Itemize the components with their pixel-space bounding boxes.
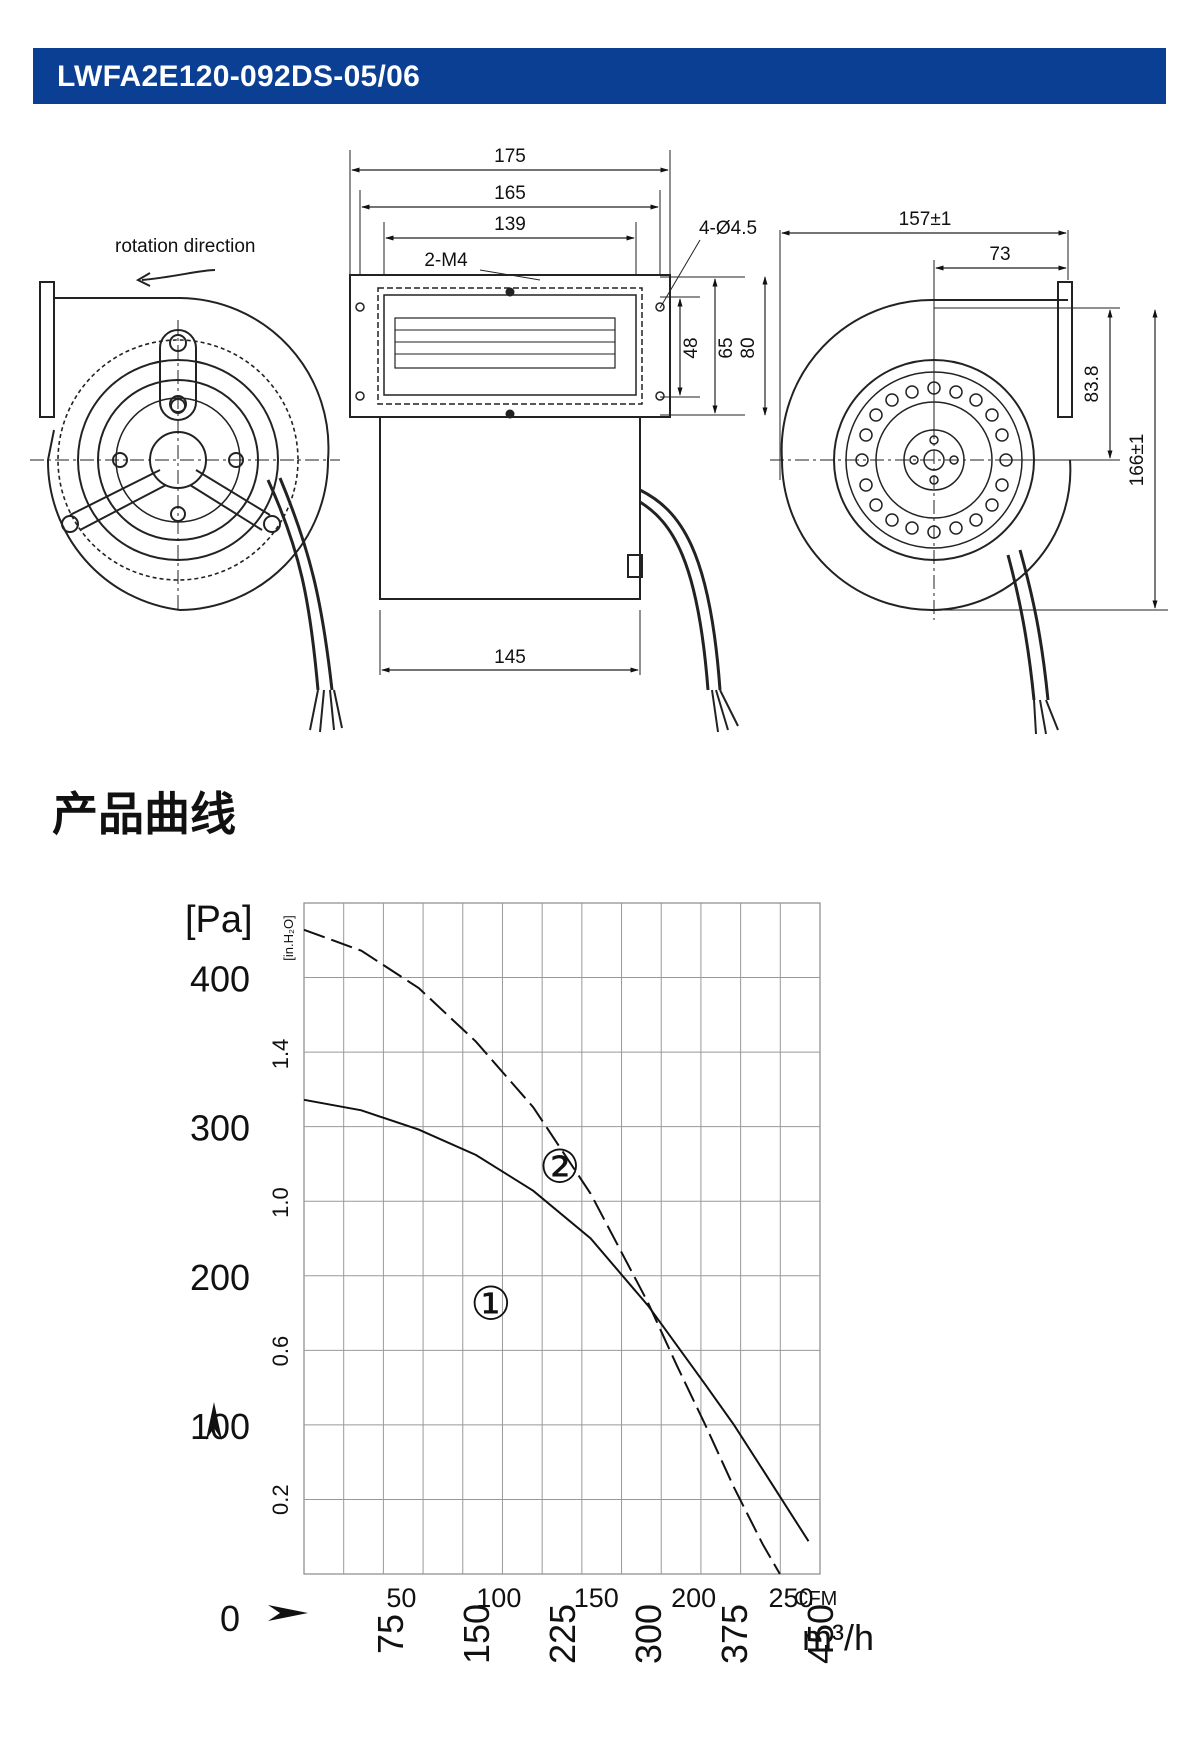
dim-80: 80 bbox=[738, 337, 759, 358]
dimension-drawing: rotation direction 175 bbox=[30, 146, 1168, 735]
dim-145: 145 bbox=[494, 647, 526, 668]
dim-48: 48 bbox=[681, 337, 702, 358]
dim-73: 73 bbox=[989, 244, 1010, 265]
x-tick-label-m3h: 225 bbox=[542, 1604, 583, 1664]
chart-curves: ①② bbox=[303, 928, 810, 1575]
dim-4-holes: 4-Ø4.5 bbox=[699, 218, 757, 239]
y-tick-label: 200 bbox=[190, 1257, 250, 1298]
x-tick-label-m3h: 375 bbox=[714, 1604, 755, 1664]
y2-tick-label: 0.6 bbox=[268, 1336, 293, 1367]
x-tick-label-m3h: 300 bbox=[628, 1604, 669, 1664]
series-line-2 bbox=[303, 928, 781, 1575]
rotation-arrow-icon bbox=[141, 269, 216, 281]
x-unit-m3h: m³/h bbox=[802, 1617, 874, 1658]
x-tick-label-cfm: 200 bbox=[671, 1583, 716, 1613]
dim-2m4: 2-M4 bbox=[424, 250, 468, 271]
x-tick-label-cfm: 150 bbox=[574, 1583, 619, 1613]
y-tick-label: 300 bbox=[190, 1108, 250, 1149]
dim-83-8: 83.8 bbox=[1082, 366, 1103, 403]
x-tick-label-cfm: 50 bbox=[386, 1583, 416, 1613]
y-axis-unit: [Pa] bbox=[185, 899, 253, 941]
dim-166: 166±1 bbox=[1127, 434, 1148, 487]
series-line-1 bbox=[303, 1098, 810, 1542]
dim-175: 175 bbox=[494, 146, 526, 167]
x-tick-label-m3h: 75 bbox=[370, 1614, 411, 1654]
y-tick-label: 100 bbox=[190, 1406, 250, 1447]
x-unit-cfm: CFM bbox=[794, 1588, 837, 1610]
section-title: 产品曲线 bbox=[52, 787, 236, 841]
dim-157: 157±1 bbox=[899, 209, 952, 230]
series-label-2: ② bbox=[539, 1140, 580, 1192]
y-tick-label: 400 bbox=[190, 959, 250, 1000]
product-model-title: LWFA2E120-092DS-05/06 bbox=[57, 60, 421, 93]
left-view: rotation direction bbox=[30, 236, 343, 733]
dim-65: 65 bbox=[716, 337, 737, 358]
header-bar: LWFA2E120-092DS-05/06 bbox=[33, 48, 1166, 104]
dim-165: 165 bbox=[494, 183, 526, 204]
rotation-direction-label: rotation direction bbox=[115, 236, 255, 257]
chart-grid bbox=[303, 902, 821, 1575]
y-direction-arrow-icon bbox=[206, 1402, 222, 1440]
performance-chart: ①② [Pa]0100200300400[in.H₂O]0.20.61.01.4… bbox=[185, 899, 874, 1664]
x-direction-arrow-icon bbox=[268, 1605, 308, 1621]
x-tick-label-cfm: 250 bbox=[769, 1583, 814, 1613]
y2-tick-label: 0.2 bbox=[268, 1484, 293, 1515]
y2-axis-unit: [in.H₂O] bbox=[281, 915, 296, 961]
dim-139: 139 bbox=[494, 214, 526, 235]
plot-frame bbox=[303, 902, 821, 1575]
x-tick-label-m3h: 150 bbox=[456, 1604, 497, 1664]
side-view: 157±1 73 83.8 166±1 bbox=[770, 209, 1168, 735]
front-view: 175 165 139 2-M4 4-Ø4.5 145 bbox=[349, 146, 768, 733]
series-label-1: ① bbox=[470, 1278, 511, 1330]
y2-tick-label: 1.0 bbox=[268, 1187, 293, 1218]
x-tick-label-cfm: 100 bbox=[476, 1583, 521, 1613]
y-tick-label: 0 bbox=[220, 1598, 240, 1639]
y2-tick-label: 1.4 bbox=[268, 1039, 293, 1070]
x-tick-label-m3h: 450 bbox=[800, 1604, 841, 1664]
